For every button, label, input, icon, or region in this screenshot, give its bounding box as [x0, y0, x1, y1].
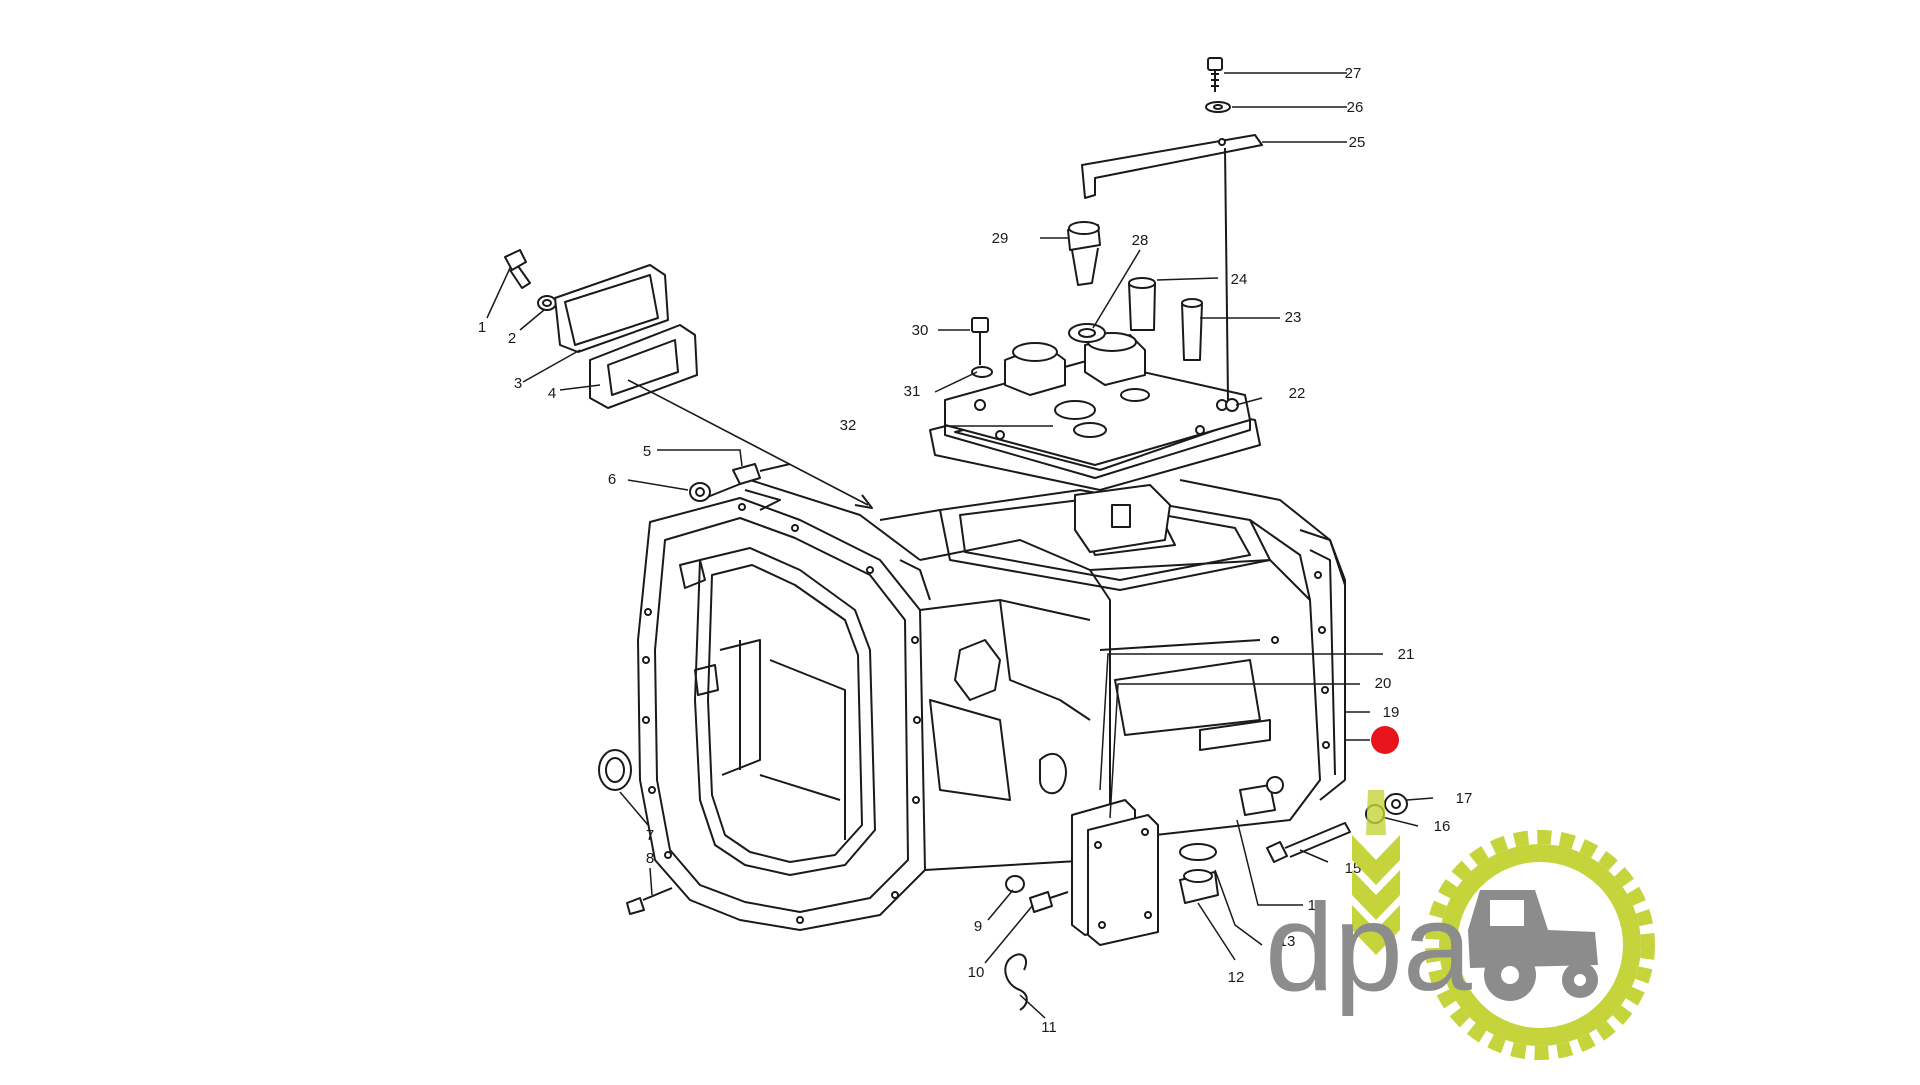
shift-cover-assembly [929, 332, 1261, 553]
part-label: 12 [1228, 969, 1245, 986]
part-label: 10 [968, 964, 985, 981]
part-label: 1 [478, 319, 486, 336]
part-label: 19 [1383, 704, 1400, 721]
part-label: 9 [974, 918, 982, 935]
part-label: 27 [1345, 65, 1362, 82]
part-label: 24 [1231, 271, 1248, 288]
gear-ring-icon [1425, 830, 1655, 1060]
logo-wordmark: dpa [1265, 879, 1472, 1017]
part-label: 14 [1308, 897, 1325, 914]
left-hardware [504, 249, 873, 915]
top-hardware [971, 57, 1263, 412]
lower-hardware [1004, 793, 1408, 1011]
transmission-housing [637, 479, 1346, 931]
leader-lines [486, 72, 1434, 1019]
part-label: 22 [1289, 385, 1306, 402]
part-label: 6 [608, 471, 616, 488]
part-label: 13 [1279, 933, 1296, 950]
part-label: 30 [912, 322, 929, 339]
part-label: 28 [1132, 232, 1149, 249]
wheat-icon [1352, 790, 1400, 955]
part-label: 21 [1398, 646, 1415, 663]
dpa-logo: dpa [1265, 790, 1655, 1060]
part-label: 23 [1285, 309, 1302, 326]
part-label: 11 [1041, 1019, 1057, 1036]
part-label: 5 [643, 443, 651, 460]
part-label: 20 [1375, 675, 1392, 692]
part-label: 17 [1456, 790, 1473, 807]
highlight-marker [1371, 726, 1399, 754]
part-label: 29 [992, 230, 1009, 247]
part-label: 31 [904, 383, 921, 400]
part-label: 3 [514, 375, 522, 392]
tractor-icon [1468, 890, 1598, 1001]
part-label: 25 [1349, 134, 1366, 151]
part-label: 7 [646, 827, 654, 844]
part-label: 2 [508, 330, 516, 347]
part-label: 16 [1434, 818, 1451, 835]
part-label: 8 [646, 850, 654, 867]
part-label: 32 [840, 417, 857, 434]
part-labels: 1 2 3 4 5 6 7 8 9 10 11 12 13 14 15 16 1… [478, 65, 1473, 1036]
part-label: 26 [1347, 99, 1364, 116]
part-label: 4 [548, 385, 556, 402]
